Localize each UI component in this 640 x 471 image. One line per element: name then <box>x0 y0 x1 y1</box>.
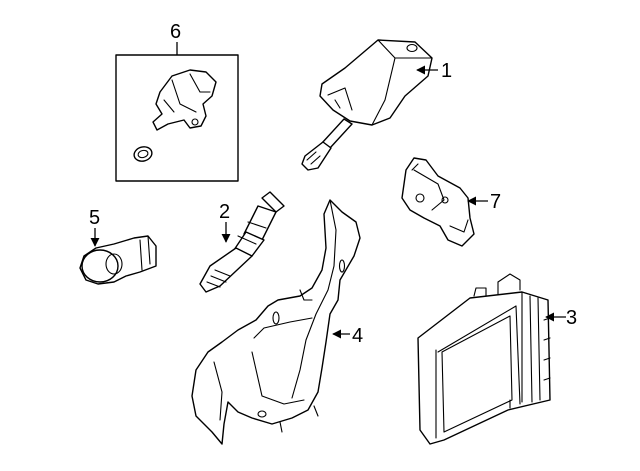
engine-control-module[interactable] <box>417 273 551 445</box>
callout-label-5: 5 <box>89 207 100 229</box>
callout-label-4: 4 <box>352 325 363 347</box>
camshaft-sensor[interactable] <box>401 157 475 247</box>
engine-cover-bracket[interactable] <box>191 199 361 445</box>
knock-sensor[interactable] <box>79 235 157 285</box>
callout-3: 3 <box>545 307 577 329</box>
spark-plug[interactable] <box>199 191 285 293</box>
sensor-kit-box[interactable] <box>115 54 239 182</box>
callout-1: 1 <box>416 60 452 82</box>
callout-5: 5 <box>89 207 100 247</box>
callout-2: 2 <box>219 201 231 243</box>
callout-label-7: 7 <box>490 191 501 213</box>
callout-label-2: 2 <box>219 201 230 223</box>
callout-label-1: 1 <box>441 60 452 82</box>
callout-label-3: 3 <box>566 307 577 329</box>
callout-7: 7 <box>467 191 501 213</box>
ignition-coil[interactable] <box>301 39 433 171</box>
callout-4: 4 <box>332 325 363 347</box>
callout-6: 6 <box>170 21 181 55</box>
callout-label-6: 6 <box>170 21 181 43</box>
